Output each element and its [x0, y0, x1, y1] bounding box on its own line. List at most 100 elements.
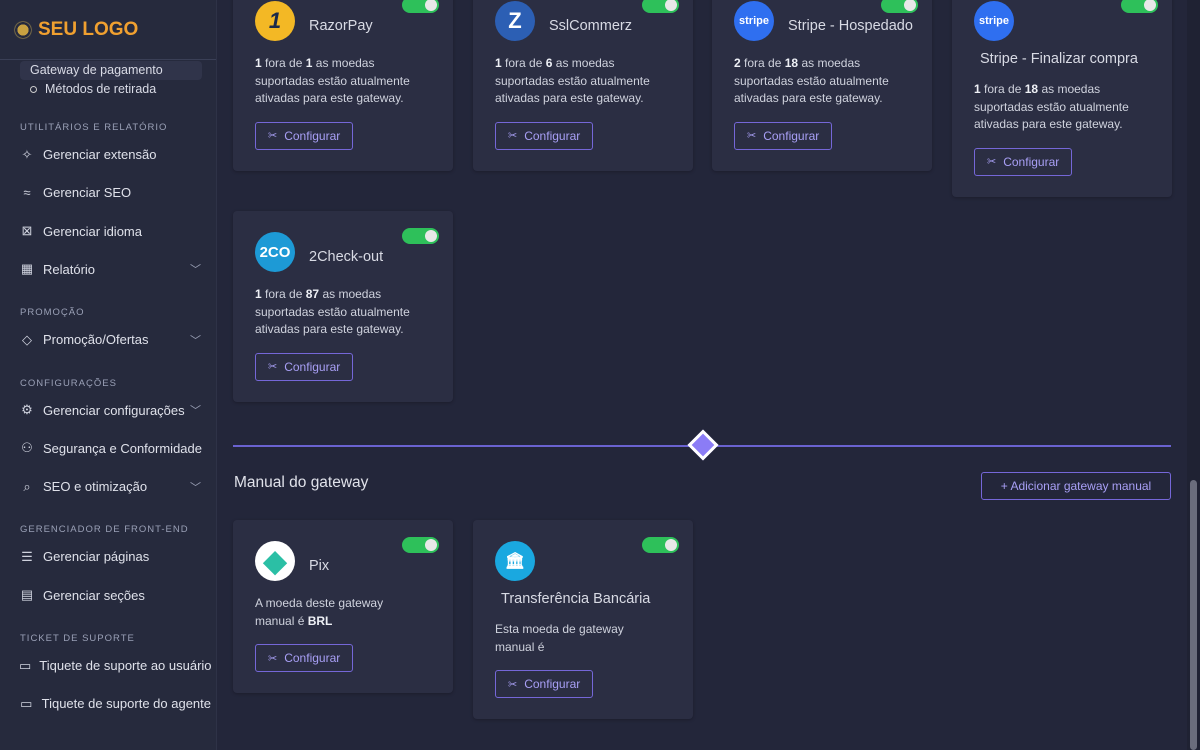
desc-text: fora de — [265, 287, 303, 301]
total-count: 18 — [1024, 82, 1039, 96]
configure-button[interactable]: ✂Configurar — [495, 670, 594, 698]
sidebar-item[interactable]: ⌕SEO e otimização﹀ — [19, 479, 211, 494]
tools-icon: ✂ — [747, 130, 757, 142]
sslcommerz-logo: Z — [495, 1, 535, 41]
configure-label: Configurar — [524, 128, 581, 143]
desc-text: Esta moeda de gateway manual é — [495, 622, 624, 654]
add-manual-gateway-button[interactable]: + Adicionar gateway manual — [981, 472, 1171, 500]
sidebar-item[interactable]: ≈Gerenciar SEO — [19, 185, 211, 200]
enable-toggle[interactable] — [881, 0, 918, 13]
stripe-logo: stripe — [974, 1, 1014, 41]
gateway-name: Transferência Bancária — [501, 591, 651, 607]
desc-text: as moedas suportadas estão atualmente at… — [495, 56, 650, 105]
logo[interactable]: SEU LOGO — [0, 0, 216, 60]
list-icon: ☰ — [21, 549, 33, 564]
sidebar-item-label: Gerenciar idioma — [43, 223, 142, 239]
manual-gateway-title: Manual do gateway — [234, 474, 369, 491]
puzzle-icon: ✧ — [21, 147, 33, 162]
desc-text: fora de — [265, 56, 303, 70]
tools-icon: ✂ — [508, 678, 518, 691]
sidebar-item-gateway-de-pagamento[interactable]: Gateway de pagamento — [20, 61, 202, 80]
active-count: 1 — [255, 287, 262, 301]
gear-icon: ⚙ — [21, 402, 33, 418]
sidebar-item[interactable]: ◇Promoção/Ofertas﹀ — [19, 332, 211, 347]
sidebar-item-label: Tiquete de suporte ao usuário — [39, 658, 211, 673]
gateway-header: 🏛 Transferência Bancária — [495, 541, 685, 607]
configure-button[interactable]: ✂Configurar — [255, 352, 354, 381]
active-count: 1 — [495, 56, 502, 70]
desc-text: A moeda deste gateway manual é — [255, 596, 384, 628]
stripe-logo: stripe — [734, 1, 774, 41]
configure-label: Configurar — [284, 651, 341, 665]
gateway-name: Stripe - Finalizar compra — [980, 51, 1138, 67]
enable-toggle[interactable] — [402, 228, 439, 244]
bank-logo: 🏛 — [495, 541, 535, 581]
sidebar-section-title: PROMOÇÃO — [20, 307, 85, 319]
sidebar-item[interactable]: ⊠ Gerenciar idioma — [19, 224, 211, 239]
gateway-description: 1 fora de 87 as moedas suportadas estão … — [255, 286, 431, 339]
enable-toggle[interactable] — [642, 537, 679, 553]
desc-text: fora de — [984, 82, 1022, 96]
total-count: 6 — [545, 56, 553, 70]
gateway-card: 2CO 2Check-out 1 fora de 87 as moedas supo… — [233, 211, 453, 402]
tools-icon: ✂ — [987, 156, 997, 168]
configure-label: Configurar — [284, 128, 341, 143]
tools-icon: ✂ — [268, 130, 278, 142]
enable-toggle[interactable] — [402, 0, 439, 13]
scrollbar[interactable] — [1187, 0, 1200, 750]
gateway-description: 1 fora de 1 as moedas suportadas estão a… — [255, 55, 431, 108]
sidebar-item[interactable]: ▦Relatório﹀ — [19, 262, 211, 277]
tools-icon: ✂ — [268, 652, 278, 665]
configure-label: Configurar — [284, 359, 341, 374]
desc-text: fora de — [505, 56, 543, 70]
configure-label: Configurar — [1003, 154, 1060, 169]
scrollbar-thumb[interactable] — [1190, 480, 1197, 750]
sidebar-item[interactable]: ⚙Gerenciar configurações﹀ — [19, 403, 211, 418]
configure-label: Configurar — [763, 128, 820, 143]
sidebar-item[interactable]: ✧ Gerenciar extensão — [19, 147, 211, 162]
sidebar-item[interactable]: ⚇Segurança e Conformidade — [19, 441, 211, 456]
configure-button[interactable]: ✂ Configurar — [495, 121, 594, 150]
ticket-icon: ▭ — [20, 696, 33, 711]
tools-icon: ✂ — [508, 130, 518, 142]
sidebar-item[interactable]: ▭Tiquete de suporte do agente — [19, 696, 211, 711]
desc-text: fora de — [744, 56, 782, 70]
sidebar-item[interactable]: ▤Gerenciar seções — [19, 588, 211, 603]
sidebar-item-metodos-de-retirada[interactable]: Métodos de retirada — [30, 82, 156, 97]
sidebar-item-label: Gerenciar páginas — [43, 549, 150, 565]
configure-button[interactable]: ✂ Configurar — [734, 121, 833, 150]
chevron-down-icon: ﹀ — [190, 405, 201, 417]
gateway-description: 1 fora de 18 as moedas suportadas estão … — [974, 81, 1150, 134]
sidebar-item-label: Promoção/Ofertas — [43, 332, 149, 348]
language-icon: ⊠ — [21, 223, 33, 239]
chevron-down-icon: ﹀ — [190, 264, 201, 277]
gateway-description: A moeda deste gateway manual é BRL — [255, 595, 405, 630]
enable-toggle[interactable] — [1121, 0, 1158, 13]
2checkout-logo: 2CO — [255, 232, 295, 272]
configure-button[interactable]: ✂ Configurar — [974, 147, 1073, 176]
configure-button[interactable]: ✂ Configurar — [255, 644, 354, 672]
sidebar-item-label: Gerenciar extensão — [43, 147, 157, 162]
gateway-name: 2Check-out — [309, 249, 384, 265]
enable-toggle[interactable] — [642, 0, 679, 13]
sidebar-item-label: Relatório — [43, 261, 96, 277]
gateway-name: Stripe - Hospedado — [788, 18, 913, 34]
sidebar-item[interactable]: ▭Tiquete de suporte ao usuário — [19, 658, 211, 673]
logo-text: SEU LOGO — [38, 18, 139, 40]
total-count: 87 — [305, 287, 320, 301]
total-count: 18 — [784, 56, 799, 70]
configure-button[interactable]: ✂ Configurar — [255, 121, 354, 150]
gateway-header: 2CO 2Check-out — [255, 232, 445, 272]
enable-toggle[interactable] — [402, 537, 439, 553]
sidebar-item-label: Gerenciar seções — [43, 587, 145, 603]
sidebar-item[interactable]: ☰ Gerenciar páginas — [19, 549, 211, 564]
